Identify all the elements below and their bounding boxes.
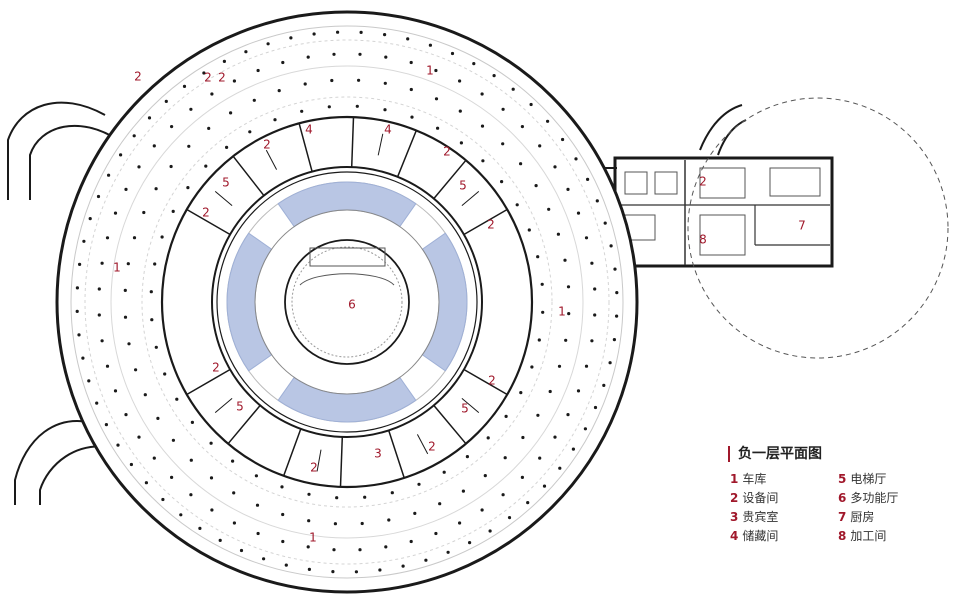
zone-label: 2 bbox=[310, 461, 318, 475]
dashed-circle-outline bbox=[687, 97, 949, 359]
zone-label: 2 bbox=[487, 218, 495, 232]
zone-label: 3 bbox=[374, 447, 382, 461]
zone-label: 1 bbox=[309, 531, 317, 545]
room-band bbox=[160, 115, 534, 489]
zone-label: 1 bbox=[426, 64, 434, 78]
zone-label: 2 bbox=[699, 175, 707, 189]
zone-label: 2 bbox=[134, 70, 142, 84]
multi-function-hall bbox=[216, 171, 478, 433]
zone-label: 2 bbox=[428, 440, 436, 454]
zone-label: 5 bbox=[459, 179, 467, 193]
legend-title: 负一层平面图 bbox=[728, 446, 953, 462]
kitchen-wing bbox=[597, 104, 834, 268]
zone-label: 2 bbox=[218, 71, 226, 85]
zone-label: 2 bbox=[443, 145, 451, 159]
zone-label: 4 bbox=[305, 123, 313, 137]
zone-label: 5 bbox=[222, 176, 230, 190]
zone-label: 2 bbox=[263, 138, 271, 152]
zone-label: 5 bbox=[461, 402, 469, 416]
zone-label: 2 bbox=[212, 361, 220, 375]
zone-label: 8 bbox=[699, 233, 707, 247]
ramp-northwest bbox=[7, 101, 119, 200]
zone-label: 6 bbox=[348, 298, 356, 312]
zone-label: 1 bbox=[113, 261, 121, 275]
zone-label: 2 bbox=[204, 71, 212, 85]
zone-label: 5 bbox=[236, 400, 244, 414]
zone-label: 7 bbox=[798, 219, 806, 233]
zone-label: 4 bbox=[384, 123, 392, 137]
zone-label: 1 bbox=[558, 305, 566, 319]
skylight-segments bbox=[226, 181, 468, 423]
structural-columns bbox=[75, 30, 619, 574]
zone-label: 2 bbox=[202, 206, 210, 220]
zone-label: 2 bbox=[488, 374, 496, 388]
